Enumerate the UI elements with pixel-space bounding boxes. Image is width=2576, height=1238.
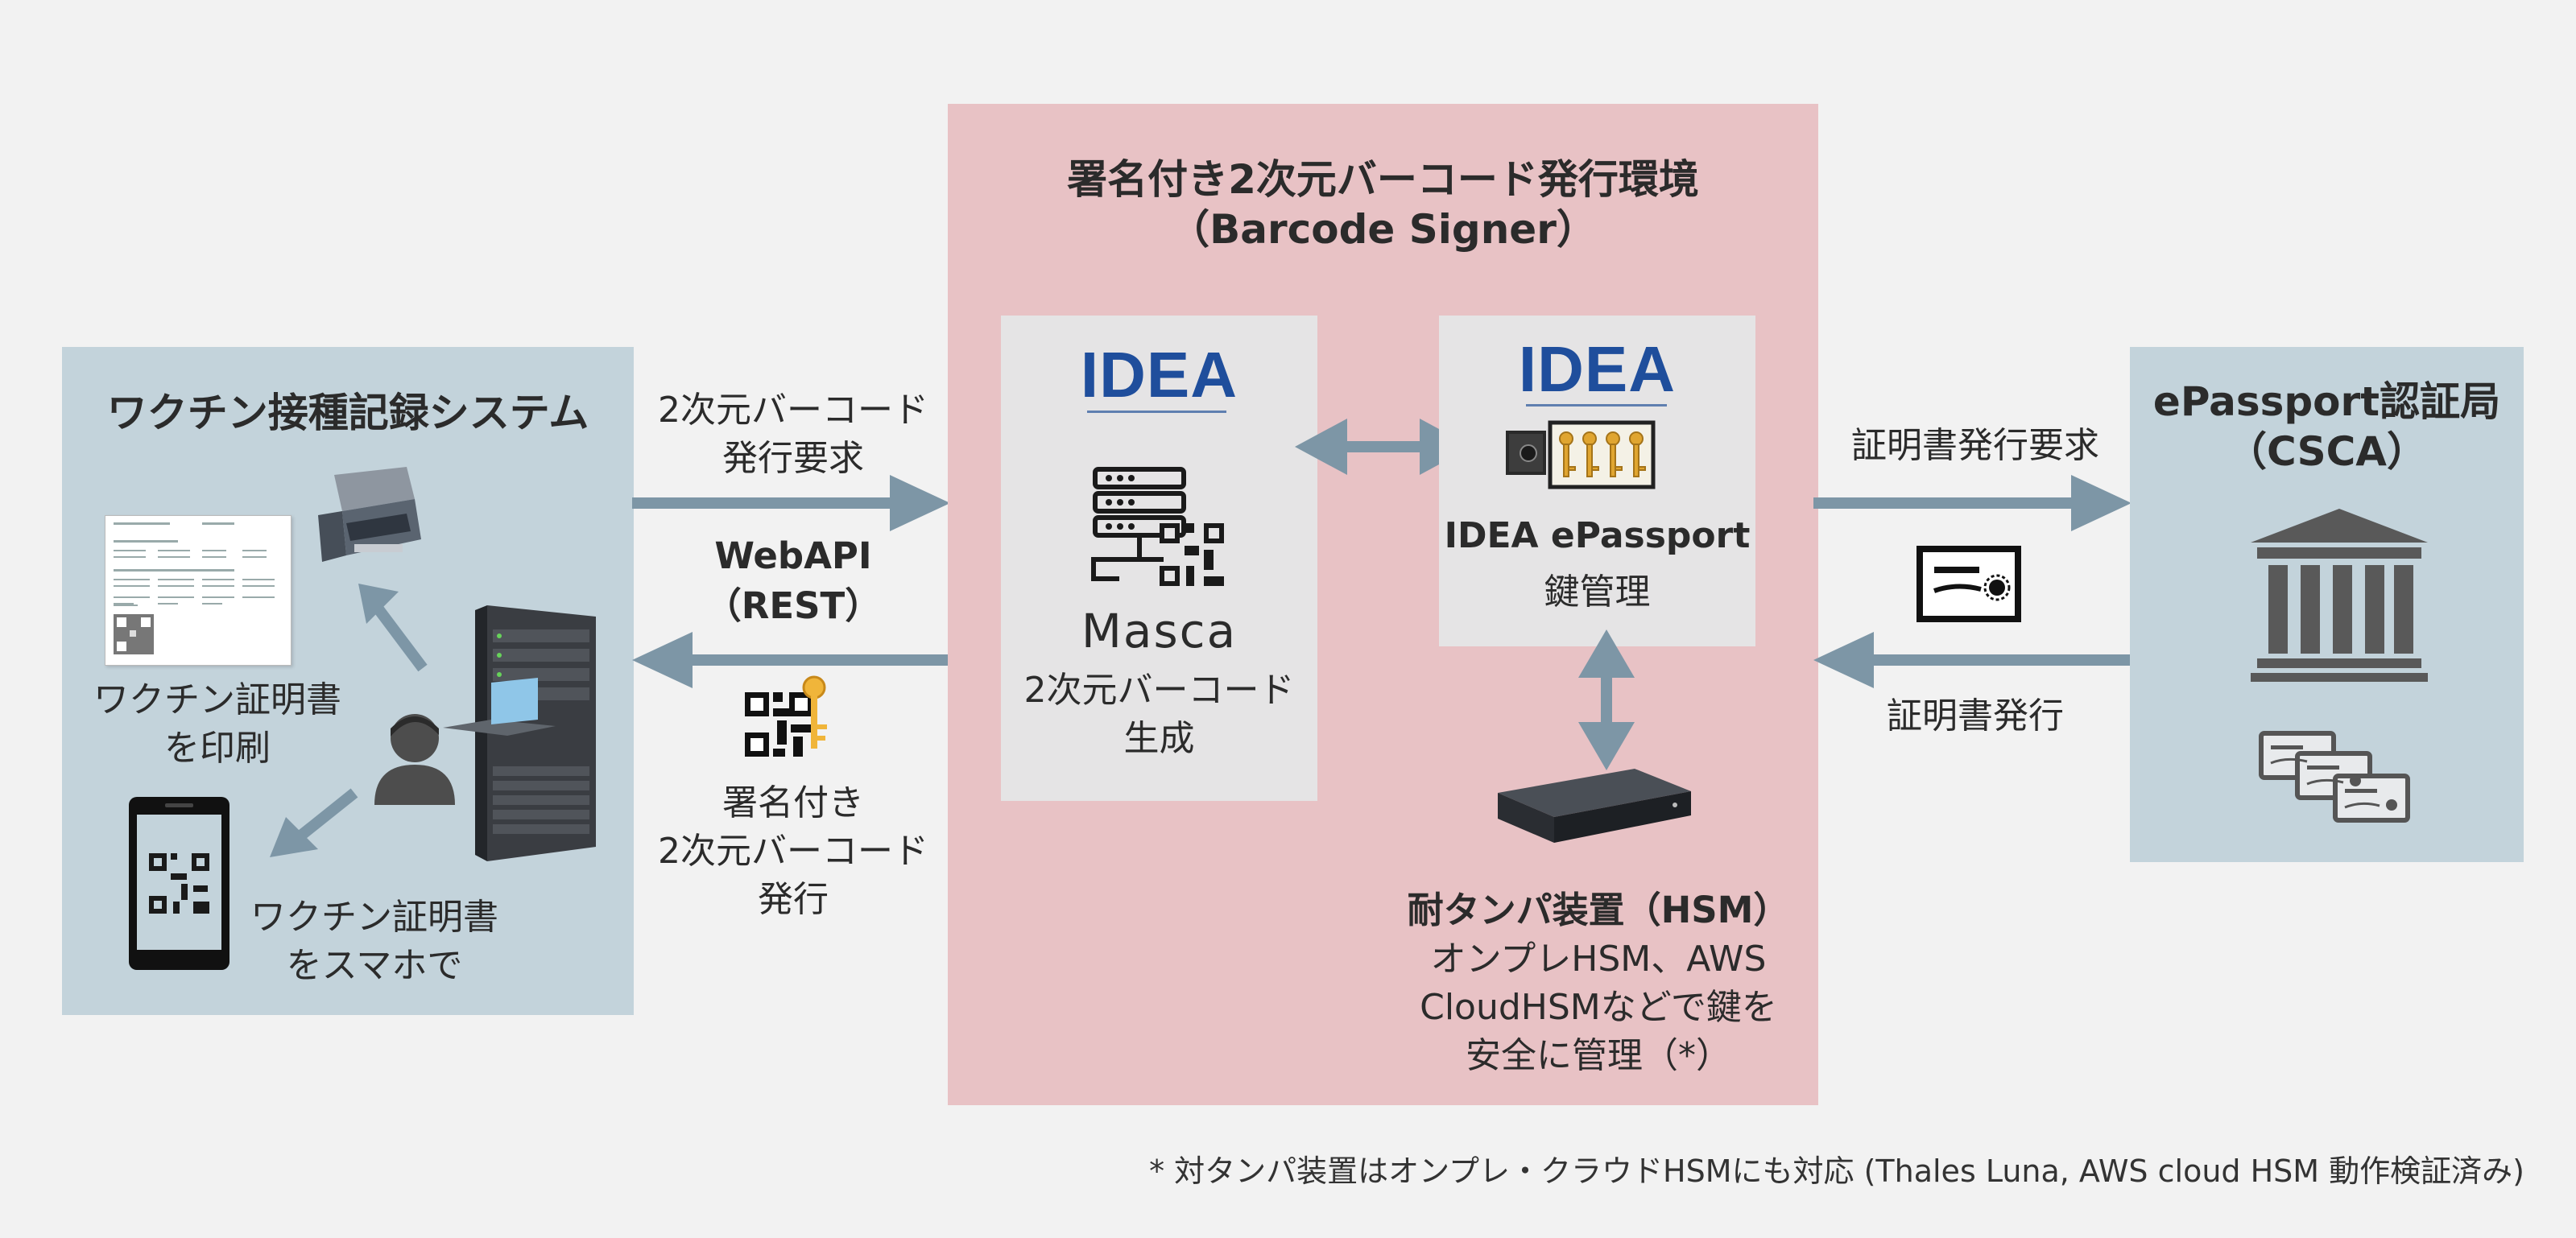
phone-label: ワクチン証明書 をスマホで xyxy=(250,897,498,986)
epassport-logo-underline xyxy=(1526,404,1667,406)
barcode-signer-title: 署名付き2次元バーコード発行環境 （Barcode Signer） xyxy=(1067,156,1699,253)
csca-title: ePassport認証局 （CSCA） xyxy=(2152,378,2501,475)
epassport-description: 鍵管理 xyxy=(1544,572,1651,613)
hsm-text: 耐タンパ装置（HSM） オンプレHSM、AWS CloudHSMなどで鍵を 安全… xyxy=(1397,885,1800,1080)
hsm-title: 耐タンパ装置（HSM） xyxy=(1407,889,1790,931)
certificate-paper-icon xyxy=(105,515,292,666)
hsm-device-icon xyxy=(1498,769,1691,848)
masca-logo-underline xyxy=(1087,411,1226,413)
print-label: ワクチン証明書 を印刷 xyxy=(93,679,341,769)
masca-description: 2次元バーコード 生成 xyxy=(1023,670,1295,759)
server-qr-icon xyxy=(1091,465,1228,593)
epassport-hsm-double-arrow xyxy=(1578,629,1635,770)
arrow-to-printer xyxy=(358,584,428,672)
epassport-idea-logo: IDEA xyxy=(1518,333,1677,405)
hsm-description: オンプレHSM、AWS CloudHSMなどで鍵を 安全に管理（*） xyxy=(1420,939,1777,1076)
cert-request-label: 証明書発行要求 xyxy=(1851,425,2099,466)
epassport-name: IDEA ePassport xyxy=(1444,515,1751,556)
server-rack-icon xyxy=(443,605,604,866)
cert-issue-label: 証明書発行 xyxy=(1887,695,2064,737)
masca-idea-logo: IDEA xyxy=(1080,339,1238,411)
masca-name: Masca xyxy=(1081,604,1238,658)
cert-issue-arrow xyxy=(1813,632,2136,688)
issue-arrow xyxy=(632,632,954,688)
footnote: * 対タンパ装置はオンプレ・クラウドHSMにも対応 (Thales Luna, … xyxy=(1149,1153,2524,1189)
vaccination-system-title: ワクチン接種記録システム xyxy=(106,390,589,436)
qr-key-icon xyxy=(745,675,833,768)
request-arrow xyxy=(632,475,950,531)
arrow-to-phone xyxy=(270,788,358,857)
certificates-stack-icon xyxy=(2259,731,2412,827)
certificate-icon xyxy=(1916,546,2021,625)
cert-request-arrow xyxy=(1813,475,2132,531)
bank-building-icon xyxy=(2251,509,2428,685)
printer-icon xyxy=(310,467,423,571)
webapi-label: WebAPI （REST） xyxy=(705,534,882,627)
barcode-request-label: 2次元バーコード 発行要求 xyxy=(658,390,928,479)
smartphone-qr-icon xyxy=(129,797,229,973)
person-icon xyxy=(374,712,455,808)
key-safe-icon xyxy=(1506,420,1656,490)
signed-barcode-issue-label: 署名付き 2次元バーコード 発行 xyxy=(658,782,928,920)
